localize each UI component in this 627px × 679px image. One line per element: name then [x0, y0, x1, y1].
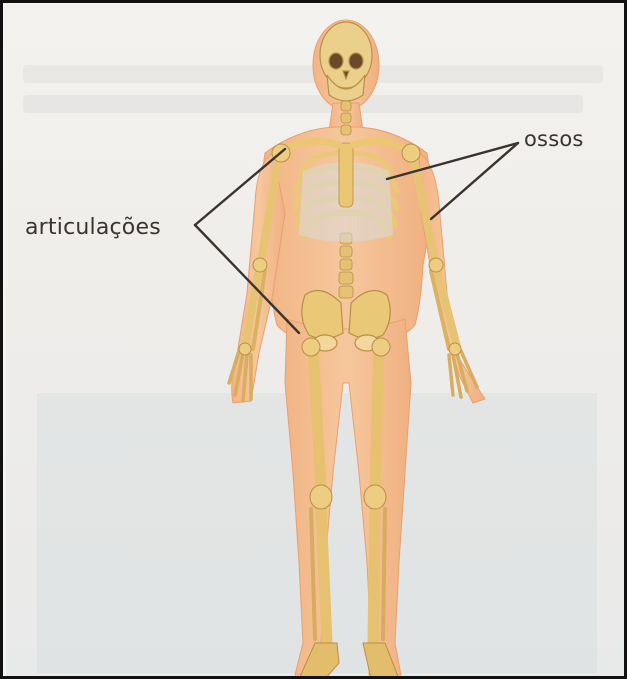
ossos-label: ossos: [524, 127, 584, 151]
sternum: [339, 143, 353, 207]
feet: [299, 643, 399, 679]
skeleton-illustration: [3, 3, 627, 679]
articulacoes-label: articulações: [25, 215, 161, 240]
